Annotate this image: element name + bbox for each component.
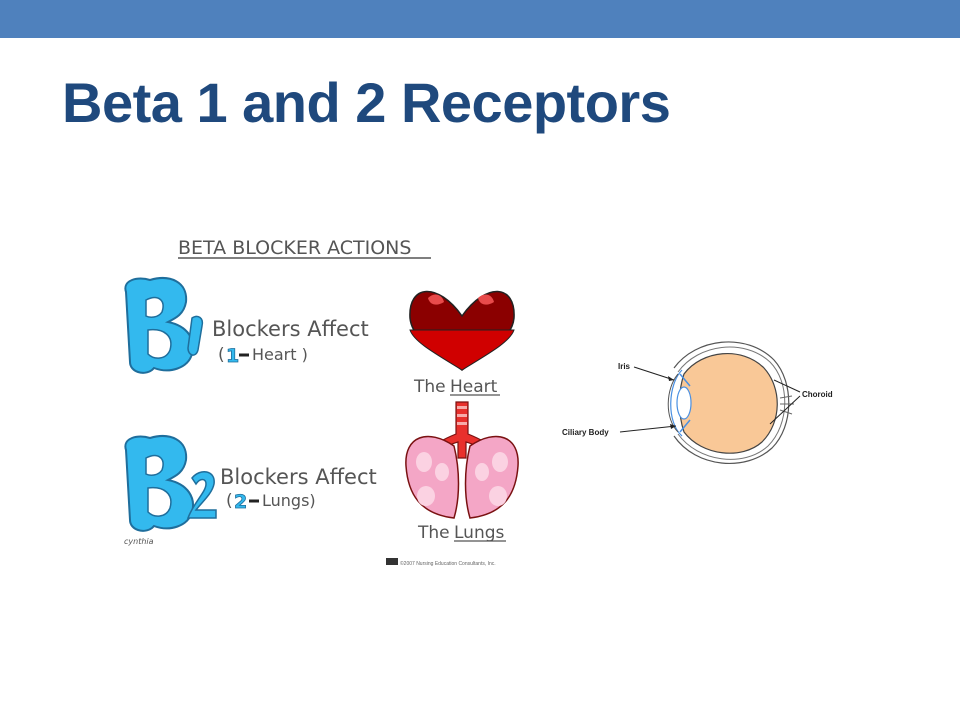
copyright-logo (386, 558, 398, 565)
ciliary-body-pointer-arrow (619, 425, 677, 433)
beta2-organ: Lungs) (262, 491, 316, 510)
lungs-icon (405, 401, 519, 519)
lungs-caption-word: Lungs (454, 523, 505, 543)
beta1-symbol-icon (124, 277, 204, 374)
eyeball-icon (667, 341, 794, 465)
choroid-pointer-arrow-lower (769, 395, 801, 425)
beta-blocker-illustration: BETA BLOCKER ACTIONS Blockers Affect ( 1… (108, 222, 548, 578)
beta1-open-paren: ( (218, 345, 225, 365)
choroid-label: Choroid (802, 390, 833, 399)
ciliary-body-label: Ciliary Body (562, 428, 609, 437)
beta2-number: 2 (234, 491, 247, 513)
beta2-open-paren: ( (226, 491, 233, 511)
choroid-pointer-arrow-upper (773, 379, 801, 393)
eye-diagram: Iris Ciliary Body Choroid (556, 330, 856, 475)
iris-pointer-arrow (633, 366, 675, 381)
beta1-organ: Heart ) (252, 345, 308, 364)
figure-heading: BETA BLOCKER ACTIONS (178, 237, 411, 259)
beta1-blockers-text: Blockers Affect (212, 317, 369, 341)
iris-label: Iris (618, 362, 631, 371)
beta1-number: 1 (226, 345, 239, 367)
heart-icon (409, 290, 515, 371)
top-accent-bar (0, 0, 960, 38)
heart-caption-prefix: The (413, 377, 451, 397)
beta2-blockers-text: Blockers Affect (220, 465, 377, 489)
beta2-symbol-icon (124, 435, 217, 532)
copyright-text: ©2007 Nursing Education Consultants, Inc… (400, 560, 496, 567)
artist-signature: cynthia (124, 537, 154, 546)
heart-caption-word: Heart (450, 377, 498, 397)
lungs-caption-prefix: The (417, 523, 455, 543)
slide-title: Beta 1 and 2 Receptors (62, 71, 671, 134)
